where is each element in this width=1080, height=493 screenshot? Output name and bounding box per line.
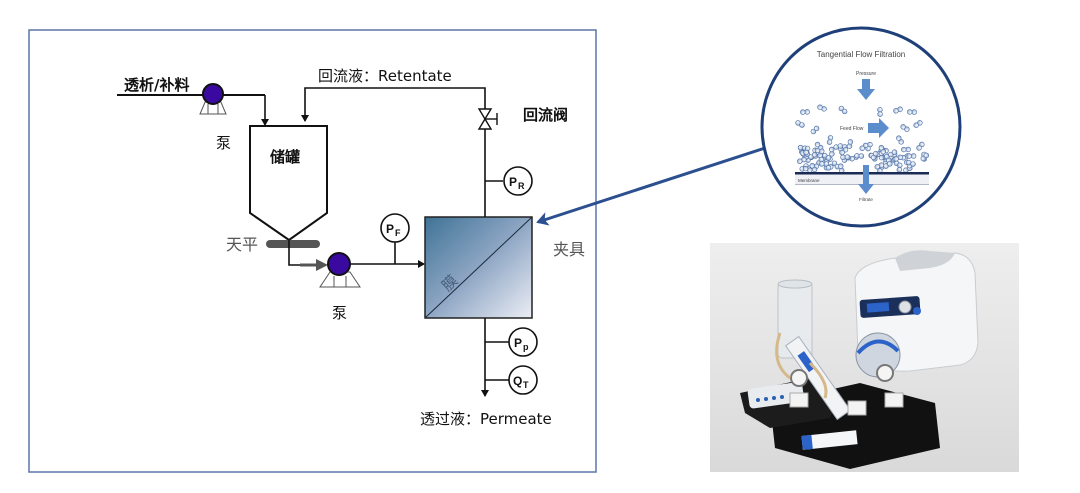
particle (839, 147, 849, 156)
svg-text:P: P (509, 175, 517, 189)
particle (840, 154, 851, 161)
particle (907, 109, 917, 115)
svg-text:Q: Q (513, 374, 522, 388)
particle (901, 146, 911, 153)
tank (249, 125, 328, 242)
particle (833, 143, 844, 150)
inset-feed-flow-label: Feed Flow (840, 126, 864, 132)
inset-pressure-label: Pressure (856, 71, 876, 77)
tff-system-photo (710, 243, 1019, 472)
particle (809, 163, 818, 173)
callout-arrow (536, 146, 766, 226)
label-pump-top: 泵 (216, 134, 231, 152)
label-tank: 储罐 (270, 148, 300, 166)
membrane-diagonal (424, 216, 533, 319)
gauge-qt: Q T (508, 365, 538, 395)
particle (818, 156, 825, 167)
particle (896, 135, 904, 145)
inset-membrane-label: Membrane (798, 178, 820, 183)
particle (800, 109, 810, 115)
particle (846, 139, 854, 149)
label-pump-bottom: 泵 (332, 304, 347, 322)
particle (916, 141, 925, 151)
inset-title: Tangential Flow Filtration (817, 50, 905, 59)
particle (878, 145, 887, 155)
label-retentate: 回流液：Retentate (318, 67, 452, 85)
svg-text:F: F (395, 228, 401, 238)
label-balance: 天平 (226, 235, 258, 254)
gauge-pr: P R (503, 166, 533, 196)
particle (823, 161, 832, 171)
particle (829, 146, 835, 157)
particle (906, 153, 917, 159)
photo-gauge (876, 364, 894, 382)
svg-text:p: p (523, 342, 529, 352)
particle (797, 156, 807, 164)
svg-text:P: P (386, 222, 394, 236)
particle (913, 120, 923, 128)
particle (817, 104, 827, 112)
particle (822, 152, 832, 161)
particle (826, 135, 834, 145)
particle (838, 105, 848, 115)
pump-icon (199, 83, 227, 115)
svg-text:P: P (514, 336, 522, 350)
label-permeate: 透过液：Permeate (420, 410, 552, 428)
gauge-pf: P F (380, 213, 410, 243)
particle (896, 162, 903, 173)
particle (795, 120, 805, 128)
tff-inset: Tangential Flow Filtration Pressure Feed… (760, 26, 962, 228)
label-diafiltration-feed: 透析/补料 (124, 76, 189, 94)
particle (877, 107, 883, 117)
inset-filtrate-label: Filtrate (859, 197, 873, 202)
valve-icon (477, 108, 498, 130)
photo-gauge (790, 369, 808, 387)
particle (803, 145, 811, 156)
particle (870, 150, 879, 161)
retentate-return-line (301, 87, 486, 122)
particle (854, 153, 865, 159)
particle (920, 152, 930, 162)
pressure-arrow-icon (857, 79, 875, 100)
particle (814, 147, 825, 154)
particle (906, 159, 916, 167)
gauge-pp: P p (508, 327, 538, 357)
particle (900, 124, 910, 132)
label-retentate-valve: 回流阀 (523, 106, 568, 124)
particle (883, 161, 893, 169)
particle (802, 165, 813, 173)
pump-icon (319, 252, 361, 288)
svg-text:R: R (518, 181, 525, 191)
particle (888, 149, 898, 158)
particle (874, 162, 885, 170)
particle (810, 125, 820, 135)
feed-flow-arrow-icon (868, 118, 889, 138)
particle (838, 163, 845, 174)
diagram-frame (28, 29, 597, 473)
particle (859, 142, 869, 151)
particle (893, 106, 903, 114)
label-holder: 夹具 (553, 240, 585, 259)
particle (893, 154, 903, 162)
svg-text:T: T (523, 380, 529, 390)
filtrate-arrow-icon (858, 165, 874, 194)
